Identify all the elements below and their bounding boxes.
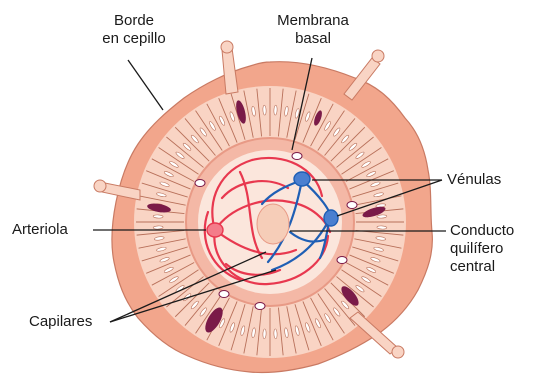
- cell-nucleus: [153, 226, 163, 230]
- cell-nucleus: [153, 215, 163, 219]
- nucleus-3: [337, 257, 347, 264]
- protrusion-topright-tip: [372, 50, 384, 62]
- central-lacteal: [257, 204, 289, 244]
- cell-nucleus: [377, 226, 387, 230]
- venule-node-2: [324, 210, 338, 226]
- cell-nucleus: [263, 105, 267, 115]
- nucleus-4: [219, 291, 229, 298]
- nucleus-1: [292, 153, 302, 160]
- venule-node-1: [294, 172, 310, 186]
- leader-brush-border: [128, 60, 163, 110]
- label-basement-membrane: Membrana basal: [270, 12, 356, 48]
- label-arteriole-line1: Arteriola: [12, 221, 68, 239]
- nucleus-6: [255, 303, 265, 310]
- protrusion-left-tip: [94, 180, 106, 192]
- label-basement-membrane-line2: basal: [270, 30, 356, 48]
- label-arteriole: Arteriola: [12, 221, 68, 239]
- label-brush-border: Borde en cepillo: [84, 12, 184, 48]
- label-capillaries-line1: Capilares: [29, 313, 92, 331]
- label-venules: Vénulas: [447, 171, 501, 189]
- protrusion-top-tip: [221, 41, 233, 53]
- nucleus-2: [195, 180, 205, 187]
- arteriole-node: [207, 223, 223, 237]
- label-lacteal-line3: central: [450, 258, 514, 276]
- label-brush-border-line1: Borde: [84, 12, 184, 30]
- label-brush-border-line2: en cepillo: [84, 30, 184, 48]
- cell-nucleus: [263, 329, 267, 339]
- label-lacteal-line1: Conducto: [450, 222, 514, 240]
- nucleus-5: [347, 202, 357, 209]
- cell-nucleus: [377, 215, 387, 219]
- cell-nucleus: [274, 105, 278, 115]
- label-basement-membrane-line1: Membrana: [270, 12, 356, 30]
- protrusion-bottomright-tip: [392, 346, 404, 358]
- cell-nucleus: [274, 329, 278, 339]
- label-venules-line1: Vénulas: [447, 171, 501, 189]
- label-lacteal: Conducto quilífero central: [450, 222, 514, 276]
- label-lacteal-line2: quilífero: [450, 240, 514, 258]
- label-capillaries: Capilares: [29, 313, 92, 331]
